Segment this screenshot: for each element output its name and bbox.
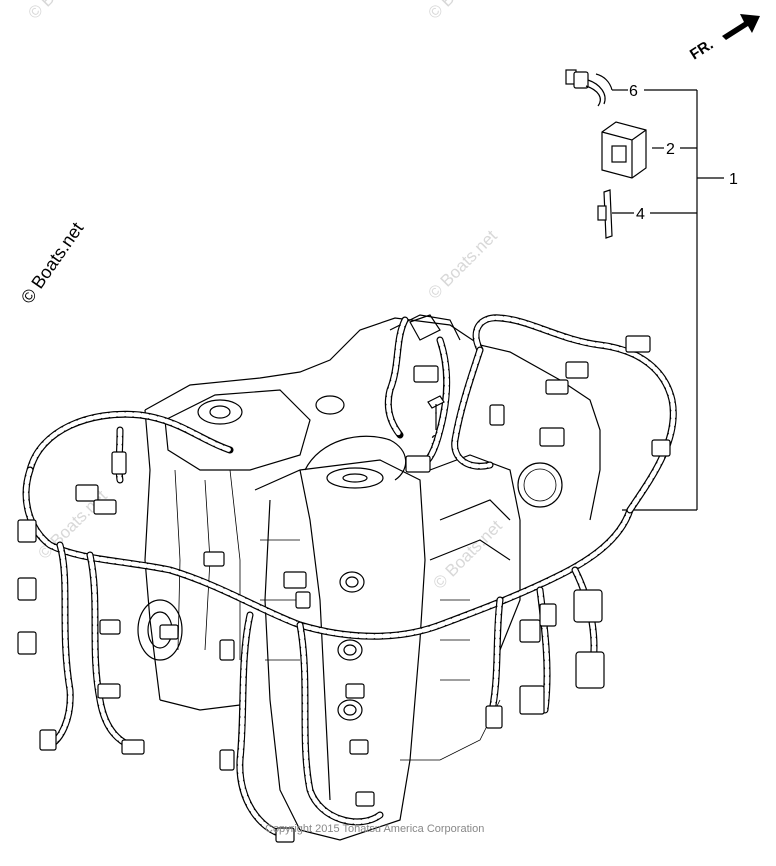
- connector: [97, 683, 121, 699]
- connector: [99, 619, 121, 635]
- connector: [413, 365, 439, 383]
- connector: [295, 591, 311, 609]
- front-label: FR.: [687, 36, 717, 63]
- connector: [159, 624, 179, 640]
- connector: [349, 739, 369, 755]
- part-2-rubber-mount[interactable]: [601, 121, 647, 179]
- connector: [219, 749, 235, 771]
- connector: [75, 484, 99, 502]
- connector: [17, 631, 37, 655]
- callout-1[interactable]: 1: [729, 171, 738, 188]
- connector: [539, 603, 557, 627]
- connector: [573, 589, 603, 623]
- connector: [575, 651, 605, 689]
- part-6-sensor-lead[interactable]: [565, 69, 613, 107]
- callout-leaders: [435, 89, 724, 511]
- wire-harness[interactable]: [22, 314, 677, 839]
- front-direction-indicator: FR.: [687, 14, 760, 63]
- connector: [651, 439, 671, 457]
- connector: [485, 705, 503, 729]
- front-arrow-icon: [722, 14, 760, 40]
- connector: [345, 683, 365, 699]
- connector: [519, 619, 541, 643]
- connector: [93, 499, 117, 515]
- connector: [111, 451, 127, 475]
- faint-watermark-2: © Boats.net: [424, 0, 501, 23]
- harness-connectors[interactable]: [17, 335, 671, 843]
- callout-4[interactable]: 4: [636, 206, 645, 223]
- part-3-bolt[interactable]: [427, 395, 445, 414]
- callout-6[interactable]: 6: [629, 83, 638, 100]
- connector: [275, 827, 295, 843]
- faint-watermark-1: © Boats.net: [24, 0, 101, 23]
- connector: [625, 335, 651, 353]
- part-4-clip[interactable]: [597, 189, 613, 239]
- connector: [565, 361, 589, 379]
- connector: [283, 571, 307, 589]
- connector: [489, 404, 505, 426]
- connector: [17, 577, 37, 601]
- connector: [121, 739, 145, 755]
- connector: [355, 791, 375, 807]
- connector: [39, 729, 57, 751]
- connector: [219, 639, 235, 661]
- connector: [539, 427, 565, 447]
- engine-block: [137, 314, 601, 841]
- copyright-notice: Copyright 2015 Tohatsu America Corporati…: [265, 823, 484, 835]
- connector: [545, 379, 569, 395]
- boats-net-watermark: © Boats.net: [17, 219, 87, 308]
- connector: [203, 551, 225, 567]
- faint-watermark-5: © Boats.net: [429, 516, 506, 593]
- connector: [519, 685, 545, 715]
- faint-watermark-3: © Boats.net: [424, 226, 501, 303]
- connector: [405, 455, 431, 473]
- connector: [17, 519, 37, 543]
- callout-2[interactable]: 2: [666, 141, 675, 158]
